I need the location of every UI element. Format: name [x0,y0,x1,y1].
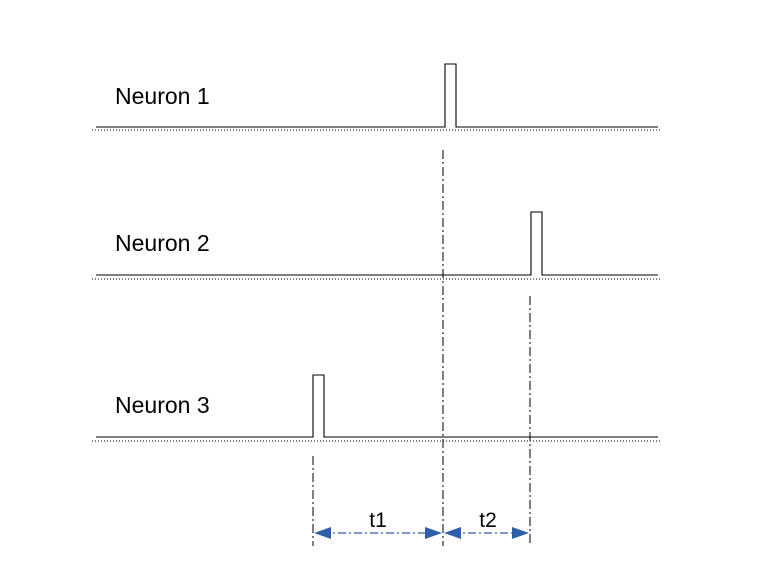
neuron-1-label: Neuron 1 [115,83,210,109]
neuron-1-row: Neuron 1 [92,63,662,131]
interval-t1: t1 [314,509,442,539]
interval-t2: t2 [444,509,529,539]
interval-t1-label: t1 [369,509,387,532]
neuron-3-label: Neuron 3 [115,392,210,418]
interval-t2-left-arrowhead [444,527,461,539]
interval-t1-right-arrowhead [425,527,442,539]
neuron-3-row: Neuron 3 [92,374,662,442]
interval-t2-right-arrowhead [512,527,529,539]
neuron-1-spike-trace [96,63,658,128]
interval-t2-label: t2 [479,509,497,532]
interval-t1-left-arrowhead [314,527,331,539]
neuron-3-spike-trace [96,374,658,438]
neuron-2-spike-trace [96,211,658,276]
neuron-2-row: Neuron 2 [92,211,662,280]
neuron-2-label: Neuron 2 [115,230,210,256]
